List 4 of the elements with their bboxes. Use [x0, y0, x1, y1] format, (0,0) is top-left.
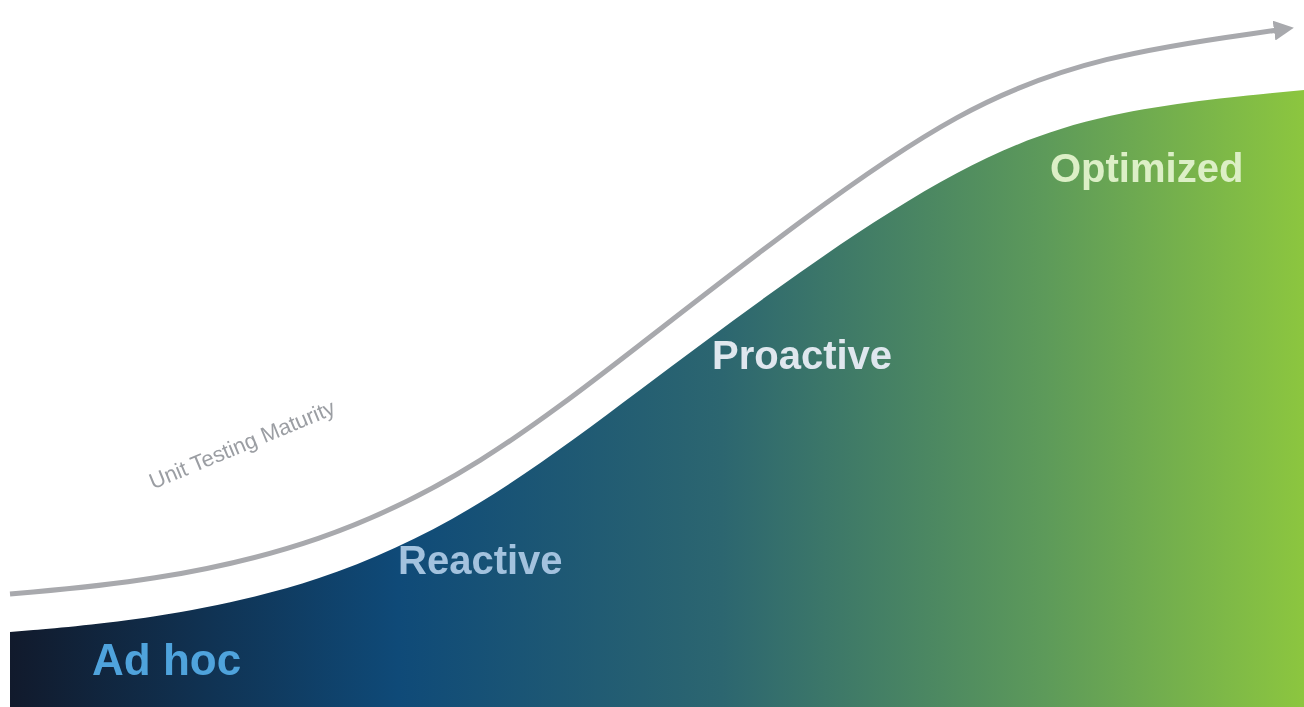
stage-label: Proactive	[712, 333, 893, 377]
stage-label: Ad hoc	[92, 636, 242, 685]
stage-label: Reactive	[398, 538, 563, 582]
stage-label: Optimized	[1050, 146, 1244, 190]
